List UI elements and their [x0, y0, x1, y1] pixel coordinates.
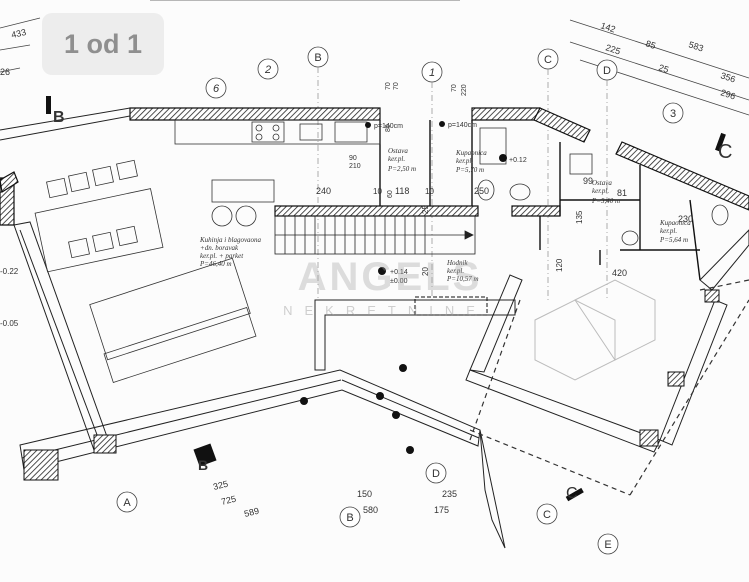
grid-label-e: E — [604, 539, 611, 551]
svg-text:230: 230 — [678, 214, 693, 224]
svg-text:10: 10 — [373, 187, 382, 196]
watermark-subtitle: NEKRETNINE — [283, 303, 487, 318]
svg-text:583: 583 — [687, 39, 704, 53]
svg-text:420: 420 — [612, 268, 627, 278]
grid-label-c-bottom: C — [543, 509, 551, 521]
svg-text:225: 225 — [604, 42, 621, 56]
svg-text:296: 296 — [719, 87, 736, 101]
svg-text:90: 90 — [349, 155, 357, 162]
grid-label-6: 6 — [213, 83, 220, 95]
room-label-ostava-1: Ostava ker.pl. P=2,50 m — [387, 147, 416, 173]
svg-text:580: 580 — [363, 505, 378, 515]
svg-text:+0.14: +0.14 — [390, 269, 408, 276]
grid-label-d-bottom: D — [432, 468, 440, 480]
svg-text:±0.00: ±0.00 — [390, 278, 408, 285]
svg-text:p=140cm: p=140cm — [448, 122, 477, 129]
room-label-kitchen: Kuhinja i blagovaona +dn. boravak ker.pl… — [199, 236, 262, 268]
grid-label-c: C — [544, 54, 552, 66]
svg-text:ker.pl.: ker.pl. — [456, 157, 473, 165]
svg-text:81: 81 — [617, 188, 627, 198]
svg-text:85: 85 — [644, 38, 657, 51]
svg-text:P=5,70 m: P=5,70 m — [455, 166, 484, 174]
section-marker-b-bottom: B — [198, 457, 208, 473]
svg-text:235: 235 — [442, 489, 457, 499]
section-marker-c-bottom: C — [566, 485, 578, 502]
room-label-hodnik: Hodnik ker.pl. P=10,57 m — [446, 259, 479, 283]
svg-text:250: 250 — [474, 186, 489, 196]
svg-text:Ostava: Ostava — [592, 179, 612, 187]
svg-text:210: 210 — [349, 163, 361, 170]
svg-text:240: 240 — [316, 186, 331, 196]
grid-label-d: D — [603, 65, 611, 77]
svg-text:25: 25 — [657, 62, 670, 75]
svg-text:P=5,64 m: P=5,64 m — [659, 236, 688, 244]
svg-text:60: 60 — [387, 190, 394, 198]
room-label-kupaonica-1: Kupaonica ker.pl. P=5,70 m — [455, 149, 487, 174]
svg-text:150: 150 — [357, 489, 372, 499]
svg-text:70: 70 — [393, 82, 400, 90]
svg-text:Kupaonica: Kupaonica — [455, 149, 487, 157]
grid-label-b: B — [314, 52, 321, 64]
svg-text:220: 220 — [461, 84, 468, 96]
svg-text:P=5,40 m: P=5,40 m — [591, 197, 620, 205]
svg-text:70: 70 — [385, 82, 392, 90]
svg-text:433: 433 — [10, 27, 27, 40]
grid-label-3: 3 — [670, 108, 676, 120]
svg-text:ker.pl. + parket: ker.pl. + parket — [200, 252, 244, 260]
svg-text:26: 26 — [0, 67, 10, 77]
dimension-labels: 433 26 142 225 85 583 25 356 296 240 10 … — [0, 20, 737, 519]
svg-text:725: 725 — [220, 494, 237, 507]
room-label-ostava-2: Ostava ker.pl. P=5,40 m — [591, 179, 620, 205]
grid-label-b-bottom: B — [346, 512, 353, 524]
svg-text:120: 120 — [555, 258, 564, 272]
svg-text:142: 142 — [599, 20, 616, 34]
svg-text:20: 20 — [421, 267, 430, 276]
section-marker-b: B — [53, 109, 65, 126]
svg-text:Kuhinja i blagovaona: Kuhinja i blagovaona — [199, 236, 262, 244]
svg-text:+dn. boravak: +dn. boravak — [200, 244, 239, 252]
room-label-kupaonica-2: Kupaonica ker.pl. P=5,64 m — [659, 219, 691, 244]
grid-label-2: 2 — [264, 64, 271, 76]
svg-text:-0.22: -0.22 — [0, 267, 19, 276]
svg-text:99: 99 — [583, 176, 593, 186]
svg-text:Hodnik: Hodnik — [446, 259, 469, 267]
svg-text:Kupaonica: Kupaonica — [659, 219, 691, 227]
svg-text:70: 70 — [451, 84, 458, 92]
svg-text:10: 10 — [425, 187, 434, 196]
svg-text:118: 118 — [395, 186, 409, 196]
svg-text:589: 589 — [243, 506, 260, 519]
grid-label-a: A — [123, 497, 131, 509]
svg-text:356: 356 — [719, 70, 736, 84]
grid-label-1: 1 — [429, 67, 435, 79]
svg-text:ker.pl.: ker.pl. — [447, 267, 464, 275]
svg-text:ker.pl.: ker.pl. — [388, 155, 405, 163]
svg-text:P=2,50 m: P=2,50 m — [387, 165, 416, 173]
svg-text:p=140cm: p=140cm — [374, 123, 403, 130]
svg-text:80: 80 — [385, 124, 392, 132]
svg-text:ker.pl.: ker.pl. — [592, 187, 609, 195]
svg-text:-0.05: -0.05 — [0, 319, 19, 328]
svg-text:P=46,40 m: P=46,40 m — [199, 260, 232, 268]
svg-text:Ostava: Ostava — [388, 147, 408, 155]
svg-text:P=10,57 m: P=10,57 m — [446, 275, 479, 283]
svg-text:175: 175 — [434, 505, 449, 515]
svg-text:135: 135 — [575, 210, 584, 224]
svg-text:325: 325 — [212, 479, 229, 492]
watermark-logo: ANGELS — [297, 255, 483, 299]
svg-text:25: 25 — [421, 205, 430, 214]
svg-text:+0.12: +0.12 — [509, 157, 527, 164]
section-marker-c: C — [718, 141, 732, 163]
svg-text:ker.pl.: ker.pl. — [660, 227, 677, 235]
page-indicator: 1 od 1 — [42, 13, 164, 75]
